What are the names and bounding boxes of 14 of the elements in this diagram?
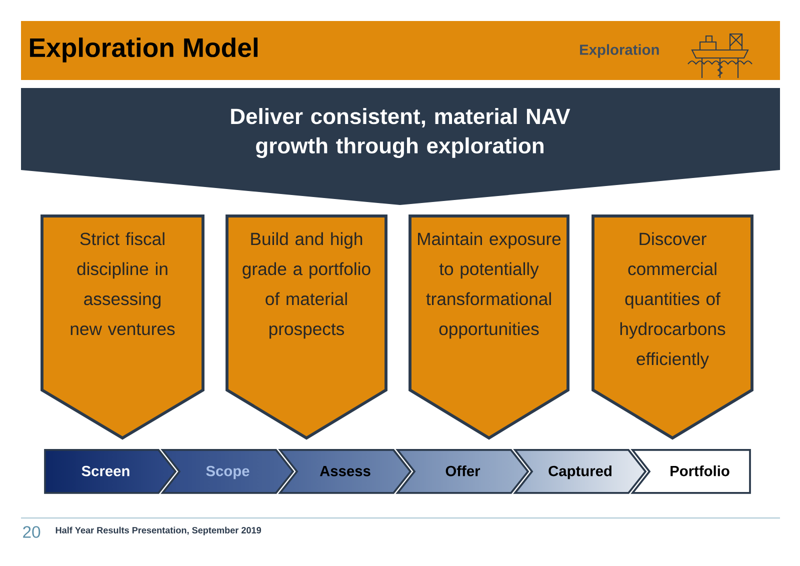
footer-text: Half Year Results Presentation, September 2019 [56, 526, 262, 536]
process-step: Portfolio [630, 449, 751, 494]
slide-title: Exploration Model [30, 38, 258, 62]
objective-pennant: Build and high grade a portfolio of material prospects [226, 214, 388, 440]
process-step: Screen [44, 449, 177, 494]
process-step: Scope [160, 449, 294, 494]
process-step: Captured [513, 449, 647, 494]
process-step: Assess [278, 449, 412, 494]
page-number: 20 [23, 526, 40, 538]
objective-pennant: Discover commercial quantities of hydrocarbons efficiently [592, 214, 754, 440]
objective-pennant: Strict fiscal discipline in assessing new ventures [40, 214, 204, 440]
objective-pennant: Maintain exposure to potentially transformational opportunities [408, 214, 570, 440]
process-step: Offer [396, 449, 530, 494]
section-label: Exploration [580, 44, 659, 58]
